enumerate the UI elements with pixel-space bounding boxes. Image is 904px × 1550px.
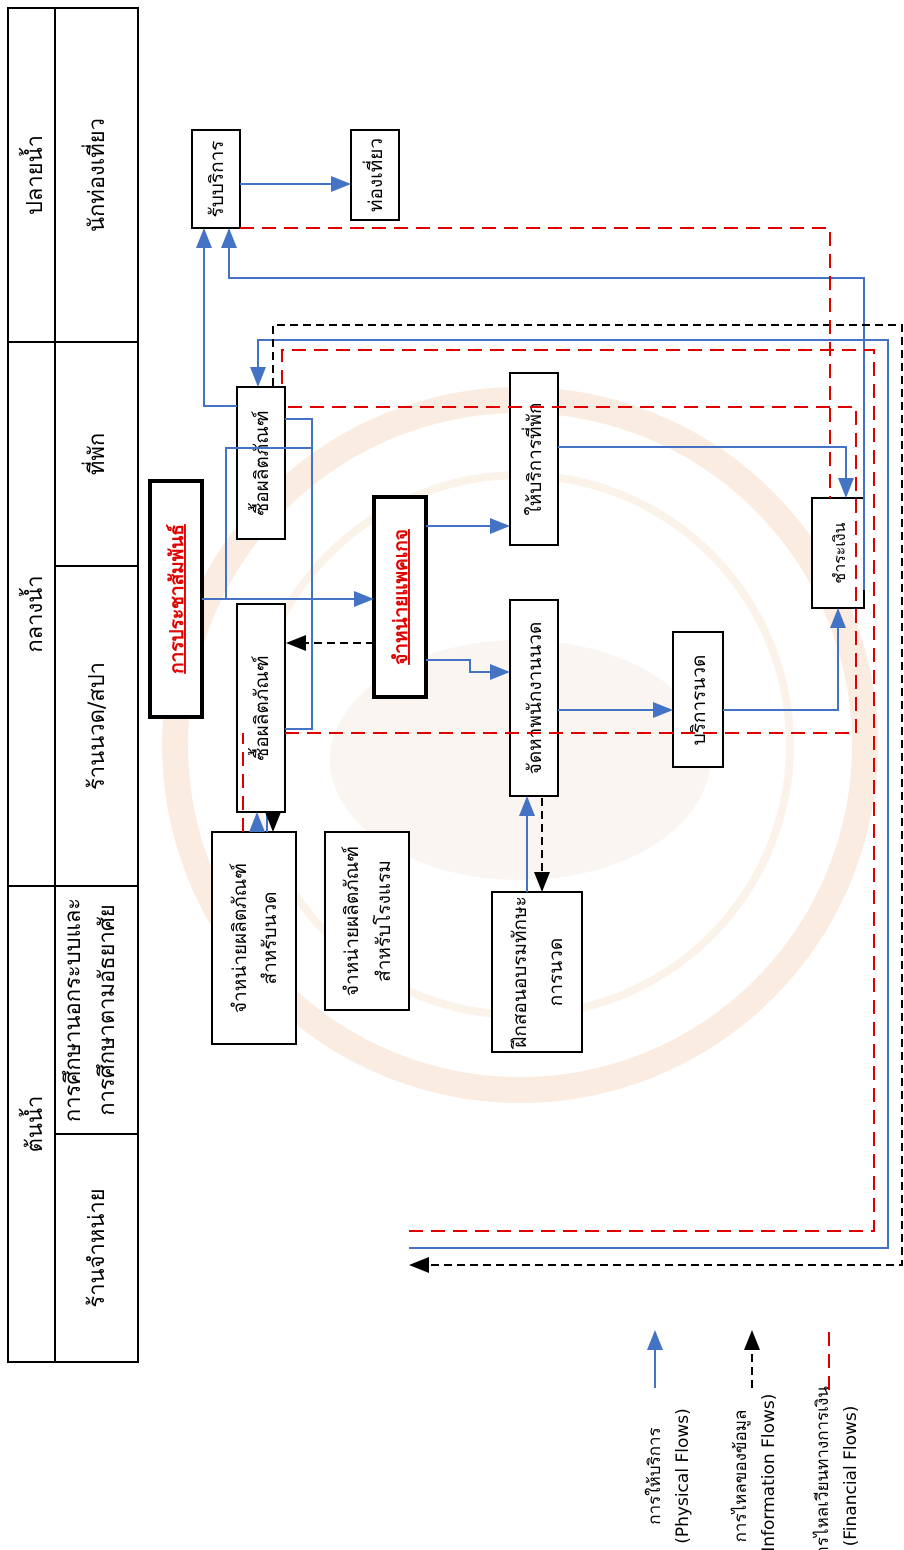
training-label-line1: การศึกษานอกระบบและ xyxy=(61,898,86,1122)
package-text: จำหน่ายแพคเกจ xyxy=(390,529,412,665)
legend-financial-th: การไหลเวียนทางการเงิน xyxy=(812,1386,833,1550)
travel-box xyxy=(350,129,400,221)
payment-text: ชำระเงิน xyxy=(830,522,849,583)
travel-text: ท่องเที่ยว xyxy=(362,138,387,212)
buy-products-spa-text: ซื้อผลิตภัณฑ์ xyxy=(248,655,273,760)
training-label-line2: การศึกษาตามอัธยาศัย xyxy=(95,904,120,1116)
tourist-label: นักท่องเที่ยว xyxy=(81,118,110,232)
buy-products-hotel-text: ซื้อผลิตภัณฑ์ xyxy=(248,410,273,515)
massage-service-text: บริการนวด xyxy=(688,655,710,746)
receive-service-text: รับบริการ xyxy=(206,141,228,218)
hire-staff-text: จัดหาพนักงานนวด xyxy=(524,622,546,775)
buy-products-spa-box xyxy=(236,603,286,813)
midstream-label: กลางน้ำ xyxy=(19,575,48,652)
legend-physical-th: การให้บริการ xyxy=(644,1427,665,1524)
receive-service-box xyxy=(191,129,241,229)
hotel-supplier-text-2: สำหรับโรงแรม xyxy=(372,860,395,982)
lodging-service-text: ให้บริการที่พัก xyxy=(521,403,546,516)
accommodation-label: ที่พัก xyxy=(81,433,110,475)
hire-staff-box xyxy=(509,599,559,797)
stage-header-table xyxy=(7,7,139,1363)
massage-supplier-text-1: จำหน่ายผลิตภัณฑ์ xyxy=(229,863,251,1013)
retail-shop-label: ร้านจำหน่าย xyxy=(85,1188,110,1307)
buy-products-hotel-box xyxy=(236,386,286,540)
box-labels: จำหน่ายผลิตภัณฑ์ สำหรับนวด จำหน่ายผลิตภั… xyxy=(166,138,849,1050)
hotel-supplier-box xyxy=(324,831,410,1011)
legend-information-th: การไหลของข้อมูล xyxy=(730,1410,751,1543)
pr-text: การประชาสัมพันธ์ xyxy=(166,524,188,674)
legend-financial-en: (Financial Flows) xyxy=(841,1406,861,1547)
massage-supplier-text-2: สำหรับนวด xyxy=(259,891,281,984)
process-boxes xyxy=(148,129,865,1053)
training-box xyxy=(491,891,583,1053)
information-flows xyxy=(265,324,903,1273)
massage-service-box xyxy=(672,631,724,768)
lodging-service-box xyxy=(509,372,559,546)
training-text-1: ฝึกสอนอบรมทักษะ xyxy=(509,896,531,1050)
legend-physical-en: (Physical Flows) xyxy=(673,1408,693,1544)
training-text-2: การนวด xyxy=(545,938,567,1006)
hotel-supplier-text-1: จำหน่ายผลิตภัณฑ์ xyxy=(341,846,363,996)
financial-flows xyxy=(240,227,875,1232)
massage-spa-label: ร้านนวด/สปา xyxy=(85,662,110,790)
downstream-label: ปลายน้ำ xyxy=(19,135,48,215)
massage-supplier-box xyxy=(211,831,297,1045)
legend-information-en: (Information Flows) xyxy=(759,1394,779,1550)
physical-flows xyxy=(196,176,889,1249)
package-box xyxy=(372,495,428,699)
legend: การให้บริการ (Physical Flows) การไหลของข… xyxy=(644,1330,861,1550)
upstream-label: ต้นน้ำ xyxy=(19,1096,48,1153)
header-labels: ต้นน้ำ กลางน้ำ ปลายน้ำ ร้านจำหน่าย การศึ… xyxy=(19,118,120,1308)
